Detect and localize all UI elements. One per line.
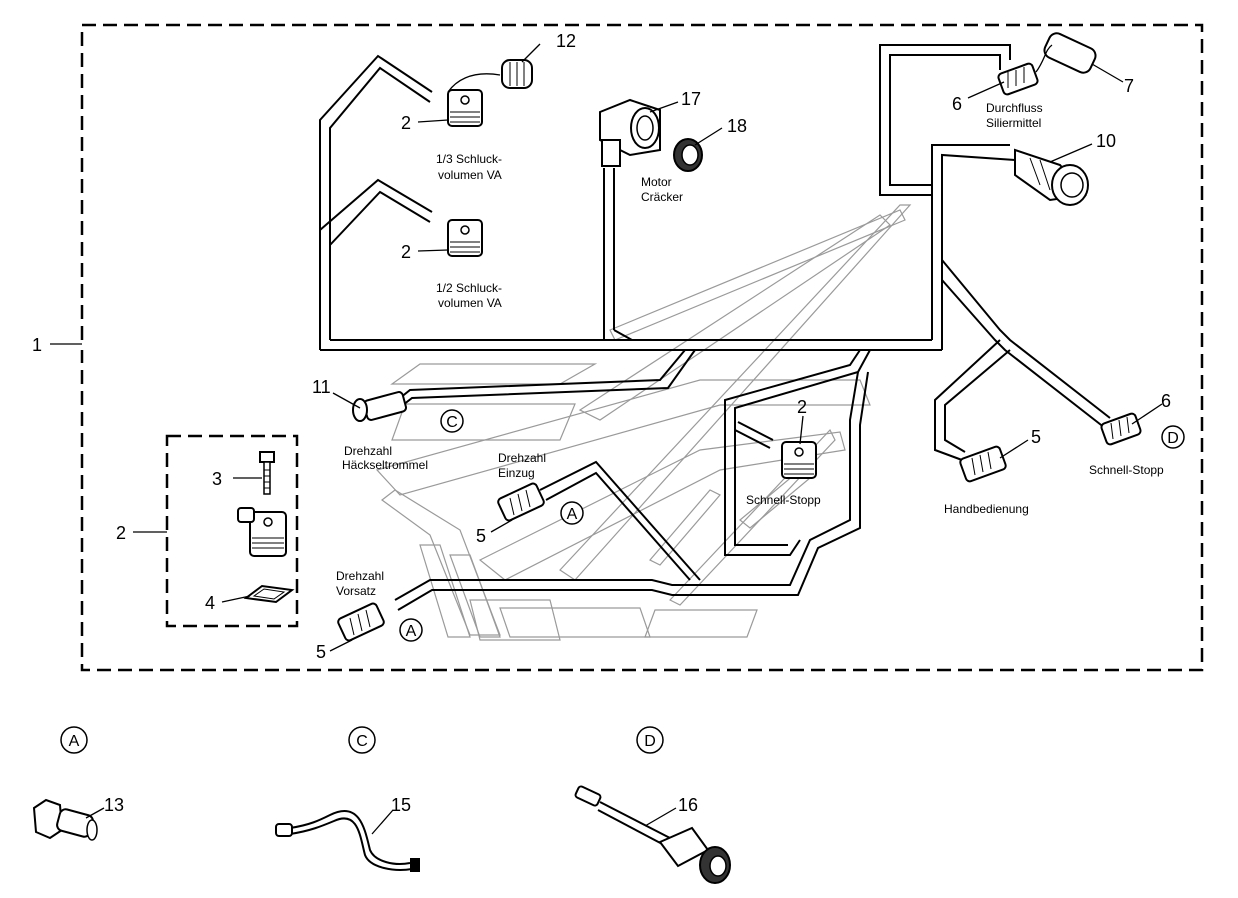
part-15-cable: [275, 809, 420, 872]
callout-15: 15: [391, 795, 411, 815]
callout-17: 17: [681, 89, 701, 109]
label-vorsatz-line1: Drehzahl: [336, 569, 384, 583]
ref-circle-c: C: [440, 409, 464, 433]
label-vorsatz-line2: Vorsatz: [336, 584, 376, 598]
callout-7: 7: [1124, 76, 1134, 96]
callout-10: 10: [1096, 131, 1116, 151]
connector-6-top: [997, 62, 1039, 96]
callout-1: 1: [32, 335, 42, 355]
ref-circle-a-vorsatz: A: [399, 618, 423, 642]
svg-text:A: A: [406, 623, 417, 640]
callout-3: 3: [212, 469, 222, 489]
main-harness: [319, 44, 1111, 611]
label-motor-line1: Motor: [641, 175, 672, 189]
assembly-boundary: [80, 23, 1204, 672]
legend-ref-d: D: [636, 726, 664, 754]
label-schluck-13-line2: volumen VA: [438, 168, 502, 182]
svg-text:C: C: [356, 733, 368, 750]
callout-6-top: 6: [952, 94, 962, 114]
callout-18: 18: [727, 116, 747, 136]
callout-11: 11: [312, 377, 331, 397]
svg-text:D: D: [644, 733, 656, 750]
label-motor-line2: Cräcker: [641, 190, 683, 204]
connector-7: [1035, 32, 1097, 74]
label-schluck-12-line1: 1/2 Schluck-: [436, 281, 502, 295]
svg-text:C: C: [446, 414, 458, 431]
svg-text:A: A: [69, 733, 80, 750]
label-schluck-12-line2: volumen VA: [438, 296, 502, 310]
legend-ref-c: C: [348, 726, 376, 754]
legend-ref-a: A: [60, 726, 88, 754]
detail-box-part-2: [165, 434, 299, 628]
callout-6-right: 6: [1161, 391, 1171, 411]
label-handbedienung: Handbedienung: [944, 502, 1029, 516]
callout-2-middle: 2: [401, 242, 411, 262]
cap-connector-18: [673, 138, 703, 172]
label-haeckseltrommel-line2: Häckseltrommel: [342, 458, 428, 472]
svg-text:D: D: [1167, 430, 1179, 447]
sensor-11: [352, 391, 408, 422]
label-schnellstopp-right: Schnell-Stopp: [1089, 463, 1164, 477]
callout-16: 16: [678, 795, 698, 815]
connector-6-right: [1100, 412, 1142, 446]
valve-plug-2: [447, 219, 483, 257]
callout-13: 13: [104, 795, 124, 815]
angled-connector-17: [599, 98, 661, 167]
part-16-switch-cable: [574, 785, 731, 884]
label-schluck-13-line1: 1/3 Schluck-: [436, 152, 502, 166]
leader-lines: [50, 43, 1163, 835]
callout-2-detail: 2: [116, 523, 126, 543]
label-einzug-line1: Drehzahl: [498, 451, 546, 465]
callout-5-hand: 5: [1031, 427, 1041, 447]
valve-plug-detail: [237, 507, 287, 557]
bolt-3: [259, 451, 275, 495]
round-connector-10: [1014, 148, 1089, 206]
callout-2-center: 2: [797, 397, 807, 417]
label-durchfluss-line2: Siliermittel: [986, 116, 1041, 130]
label-durchfluss-line1: Durchfluss: [986, 101, 1043, 115]
callout-5-vorsatz: 5: [316, 642, 326, 662]
connector-5-vorsatz: [337, 602, 385, 642]
round-plug-12: [447, 59, 533, 93]
callout-5-einzug: 5: [476, 526, 486, 546]
ghost-outlines: [375, 204, 912, 641]
ref-circle-d: D: [1161, 425, 1185, 449]
part-13-fitting: [32, 798, 98, 841]
connector-5-einzug: [497, 482, 545, 522]
connector-5-hand: [959, 445, 1007, 483]
callout-2-top: 2: [401, 113, 411, 133]
valve-plug-3: [781, 441, 817, 479]
gasket-4: [243, 584, 295, 604]
label-haeckseltrommel-line1: Drehzahl: [344, 444, 392, 458]
ref-circle-a-einzug: A: [560, 501, 584, 525]
label-schnellstopp-center: Schnell-Stopp: [746, 493, 821, 507]
svg-text:A: A: [567, 506, 578, 523]
callout-12: 12: [556, 31, 576, 51]
valve-plug-1: [447, 89, 483, 127]
callout-4: 4: [205, 593, 215, 613]
label-einzug-line2: Einzug: [498, 466, 535, 480]
